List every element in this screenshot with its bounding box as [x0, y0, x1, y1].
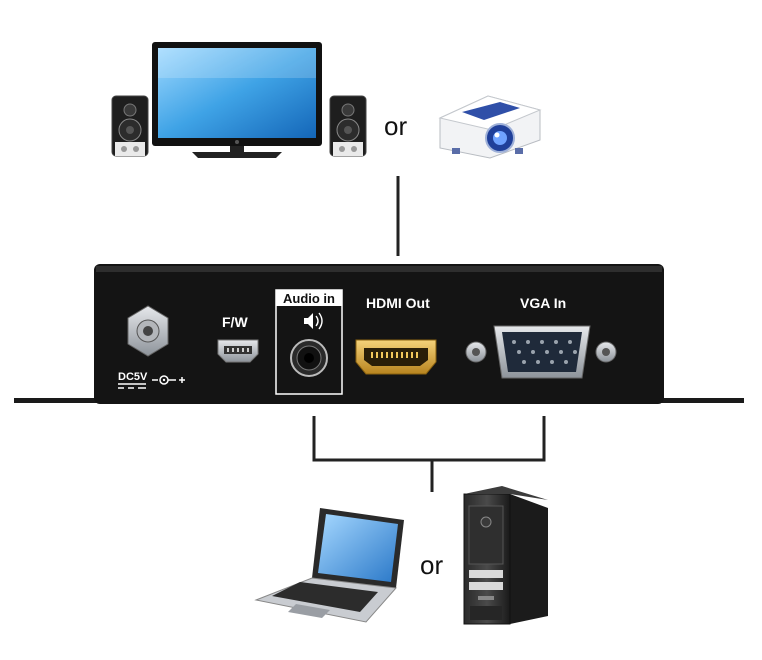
tv-monitor-icon	[152, 42, 322, 158]
hdmi-out-label: HDMI Out	[366, 295, 430, 311]
projector-icon	[438, 95, 542, 159]
speaker-symbol-icon	[304, 312, 323, 330]
vga-in-label: VGA In	[520, 295, 566, 311]
hdmi-port	[355, 339, 437, 375]
fw-usb-port	[217, 339, 259, 363]
dc-power-jack	[127, 305, 169, 357]
or-label-bottom: or	[420, 550, 443, 580]
converter-device: DC5V F/W Audio in	[14, 264, 744, 404]
vga-port	[465, 325, 617, 379]
polarity-symbol-icon	[152, 375, 185, 385]
audio-in-header	[276, 290, 342, 306]
audio-in-label: Audio in	[283, 291, 335, 306]
desktop-pc-icon	[463, 486, 548, 625]
mounting-flange-right	[660, 398, 744, 403]
mounting-flange-left	[14, 398, 98, 403]
speaker-icon	[329, 95, 367, 157]
connector-line-bottom	[312, 416, 546, 492]
or-label-top: or	[384, 111, 407, 141]
fw-label: F/W	[222, 314, 248, 330]
laptop-icon	[254, 508, 404, 623]
audio-jack	[290, 339, 328, 377]
speaker-icon	[111, 95, 149, 157]
dc-label: DC5V	[118, 371, 148, 383]
